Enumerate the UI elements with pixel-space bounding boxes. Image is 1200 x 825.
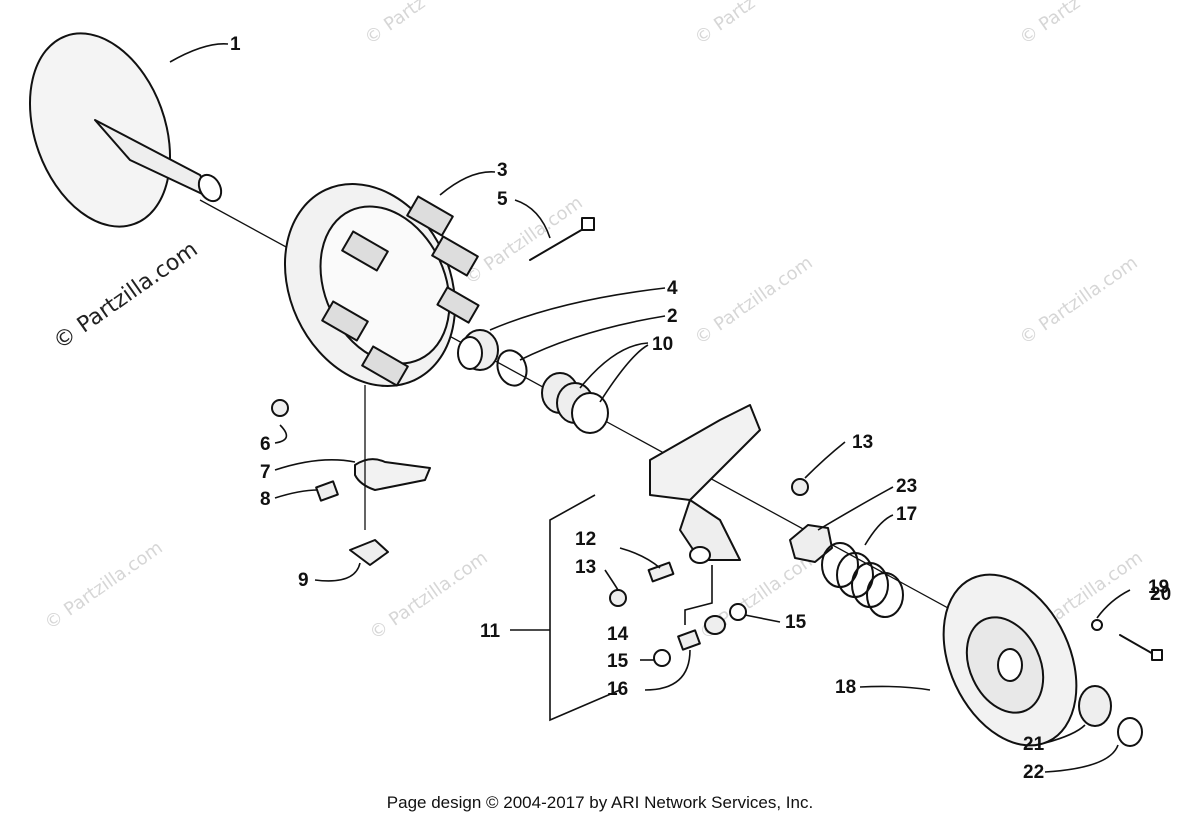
callout-10: 10 — [652, 334, 673, 355]
part-22-snap-ring — [1117, 717, 1143, 747]
callout-15: 15 — [607, 651, 629, 672]
callout-13: 13 — [852, 432, 873, 453]
callout-9: 9 — [298, 570, 309, 591]
part-1-fixed-sheave — [28, 32, 223, 228]
callout-15: 15 — [785, 612, 807, 633]
watermark: © Partz — [361, 0, 429, 49]
callout-12: 12 — [575, 529, 596, 550]
callout-7: 7 — [260, 462, 271, 483]
watermark: © Partzilla.com — [691, 252, 817, 349]
part-2-snap-ring — [496, 349, 528, 387]
watermark: © Partz — [1016, 0, 1084, 49]
callout-3: 3 — [497, 160, 508, 181]
callout-14: 14 — [607, 624, 629, 645]
callout-1: 1 — [230, 34, 241, 55]
part-13-bushing — [609, 589, 627, 607]
part-5-bolt — [529, 217, 595, 261]
part-20-bolt — [1119, 634, 1163, 661]
callout-8: 8 — [260, 489, 271, 510]
callout-16: 16 — [607, 679, 628, 700]
part-15-washer — [729, 603, 747, 621]
part-10-washers — [541, 372, 609, 434]
watermark: © Partzilla.com — [461, 192, 587, 289]
watermark: © Partzilla.com — [366, 547, 492, 644]
callout-5: 5 — [497, 189, 508, 210]
callout-20: 20 — [1150, 584, 1171, 605]
part-7-weight — [354, 458, 431, 491]
part-14-spacer — [704, 615, 726, 635]
callout-18: 18 — [835, 677, 856, 698]
bracket-11 — [549, 494, 621, 722]
part-6-nut — [271, 399, 289, 417]
callout-22: 22 — [1023, 762, 1044, 783]
watermark: © Partzilla.com — [41, 537, 167, 634]
callout-11: 11 — [480, 621, 501, 642]
part-16-roller — [677, 629, 701, 651]
callout-2: 2 — [667, 306, 678, 327]
callout-21: 21 — [1023, 734, 1045, 755]
part-19-washer — [1091, 619, 1103, 631]
callout-17: 17 — [896, 504, 917, 525]
part-11-spider-assembly — [649, 404, 761, 564]
leader-lines — [169, 43, 1131, 773]
part-23-nut — [789, 524, 833, 563]
part-17-spring — [821, 542, 904, 618]
watermark: © Partz — [691, 0, 759, 49]
part-4-bushing — [457, 329, 499, 371]
callout-4: 4 — [667, 278, 678, 299]
part-15-washer — [653, 649, 671, 667]
bracket-14 — [684, 565, 713, 625]
part-3-cover-assembly — [283, 183, 480, 387]
callout-23: 23 — [896, 476, 917, 497]
part-18-movable-sheave — [942, 573, 1078, 747]
part-12-pin — [647, 561, 675, 583]
part-13-bushing — [791, 478, 809, 496]
callout-19: 19 — [1148, 577, 1169, 598]
part-9-clip — [349, 539, 389, 566]
watermark-dark: © Partzilla.com — [49, 237, 202, 355]
part-8-pin — [315, 480, 339, 502]
callout-13: 13 — [575, 557, 596, 578]
watermark: © Partzilla.com — [1016, 252, 1142, 349]
callouts: 1 3 5 4 2 10 6 7 8 9 13 23 17 12 13 11 1… — [230, 34, 1171, 783]
page-footer: Page design © 2004-2017 by ARI Network S… — [386, 793, 814, 812]
callout-6: 6 — [260, 434, 271, 455]
part-21-bushing — [1078, 685, 1112, 727]
